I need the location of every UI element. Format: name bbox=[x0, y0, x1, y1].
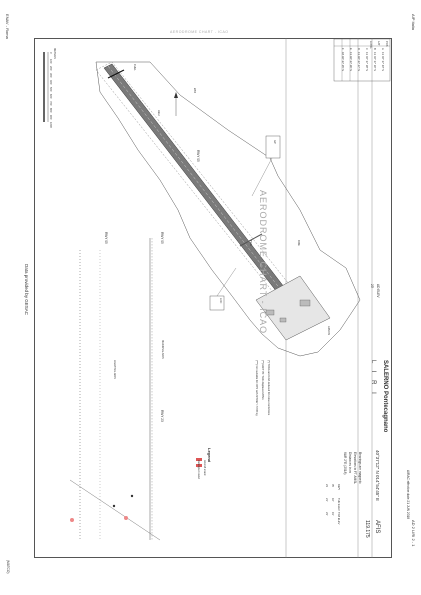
legend-item: Aircraft stand bbox=[203, 460, 206, 476]
label-twr: TWR bbox=[249, 240, 252, 246]
label-rwy05-profile: RWY 05 bbox=[104, 232, 108, 244]
scale-unit: METERS bbox=[53, 48, 56, 59]
scale-label: 100 bbox=[49, 59, 52, 64]
scale-label: 900 bbox=[49, 115, 52, 120]
stopway-cell: D bbox=[357, 48, 360, 50]
rwy-table-cell: 05 bbox=[331, 484, 334, 487]
stopway-cell: 40° 37' 15" N bbox=[341, 56, 344, 72]
legend-item: Helicopter stand bbox=[197, 460, 200, 479]
scale-label: 800 bbox=[49, 108, 52, 113]
rwy-table-cell: 23' bbox=[325, 512, 328, 516]
stopway-cell: 13 bbox=[357, 52, 360, 55]
chart-icao: L I R I bbox=[370, 360, 376, 397]
rwy-table-cell: 19' bbox=[331, 512, 334, 516]
chart-coords: 40°37'12" N 014°54'45" E bbox=[375, 450, 380, 502]
var-note: VAR 2°E (2018) bbox=[343, 452, 347, 475]
scale-label: 700 bbox=[49, 101, 52, 106]
rwy-table-cell: 21' bbox=[325, 498, 328, 502]
stopway-table-header: POS bbox=[385, 41, 388, 47]
stopway-cell: 40° 37' 19" N bbox=[373, 56, 376, 72]
scale-label: 600 bbox=[49, 94, 52, 99]
rwy-table-cell: 23 bbox=[325, 484, 328, 487]
elevations-note: Elevations in FT AMSL bbox=[353, 452, 357, 485]
label-lighting: LIGHTING AIDS bbox=[113, 360, 116, 379]
label-gp: GP bbox=[273, 140, 276, 144]
bearings-note: Bearings are magnetic bbox=[358, 452, 362, 484]
legend-title: Legend bbox=[207, 448, 212, 463]
stopway-cell: 18 bbox=[341, 52, 344, 55]
chart-note: (**) RWY 05: THR displaced 205m bbox=[261, 360, 264, 400]
stopway-cell: F bbox=[341, 48, 344, 50]
stopway-cell: 13 bbox=[349, 52, 352, 55]
ad-elev-label: AD ELEV bbox=[376, 284, 380, 298]
label-apron: APRON bbox=[327, 326, 330, 336]
label-rwy05-strip: RWY 05 bbox=[196, 150, 200, 162]
rwy-table-cell: 16' bbox=[331, 498, 334, 502]
chart-freq: 119.175 bbox=[364, 520, 370, 538]
watermark-top: AERODROME CHART - ICAO bbox=[170, 30, 229, 34]
chart-frame bbox=[34, 38, 392, 558]
stopway-cell: 13 bbox=[373, 52, 376, 55]
chart-location: SALERNO Pontecagnano bbox=[382, 360, 388, 433]
stopway-cell: 40° 37' 20" N bbox=[381, 56, 384, 72]
stopway-cell: C bbox=[365, 48, 368, 50]
stopway-cell: 40° 37' 18" N bbox=[365, 56, 368, 72]
rwy-table-header: RWY bbox=[337, 484, 340, 491]
label-wdi: WDI bbox=[193, 88, 196, 94]
stopway-cell: A bbox=[381, 48, 384, 50]
stopway-cell: 13 bbox=[365, 52, 368, 55]
ad-elev-value: 23' bbox=[370, 284, 374, 289]
watermark-vertical: AERODROME CHART - ICAO bbox=[258, 190, 268, 335]
label-rwy23: RWY 23 bbox=[160, 410, 164, 422]
stopway-table-header: LAT bbox=[377, 41, 380, 46]
scale-label: 300 bbox=[49, 73, 52, 78]
stopway-cell: 40° 37' 17" N bbox=[357, 56, 360, 72]
chart-note: (*) TORA and LDA reduced for noise restr… bbox=[267, 360, 270, 416]
label-dme: DME bbox=[297, 240, 300, 246]
scale-label: 0 bbox=[49, 52, 52, 54]
stopway-table-header: LONG bbox=[369, 41, 372, 49]
label-marking: MARKING AIDS bbox=[161, 340, 164, 359]
scale-label: 400 bbox=[49, 80, 52, 85]
label-hel: HELI bbox=[157, 110, 160, 116]
scale-label: 500 bbox=[49, 87, 52, 92]
label-rwy05: RWY 05 bbox=[160, 232, 164, 244]
chart-note: (***) Not suitable for OPS with MTOW > 5… bbox=[255, 360, 258, 416]
rwy-table-header: THR ELEV bbox=[337, 498, 340, 511]
stopway-cell: 40° 37' 16" N bbox=[349, 56, 352, 72]
distances-note: Distances in m bbox=[348, 452, 352, 473]
rwy-table-header: TDZ ELEV bbox=[337, 512, 340, 525]
stopway-cell: B bbox=[373, 48, 376, 50]
stopway-cell: 13 bbox=[381, 52, 384, 55]
stopway-cell: E bbox=[349, 48, 352, 50]
chart-service: AFIS bbox=[374, 520, 380, 534]
label-fuel: FUEL bbox=[133, 64, 136, 71]
label-loc: LOC bbox=[219, 298, 222, 304]
scale-label: 200 bbox=[49, 66, 52, 71]
scale-label: 1000 bbox=[49, 122, 52, 128]
